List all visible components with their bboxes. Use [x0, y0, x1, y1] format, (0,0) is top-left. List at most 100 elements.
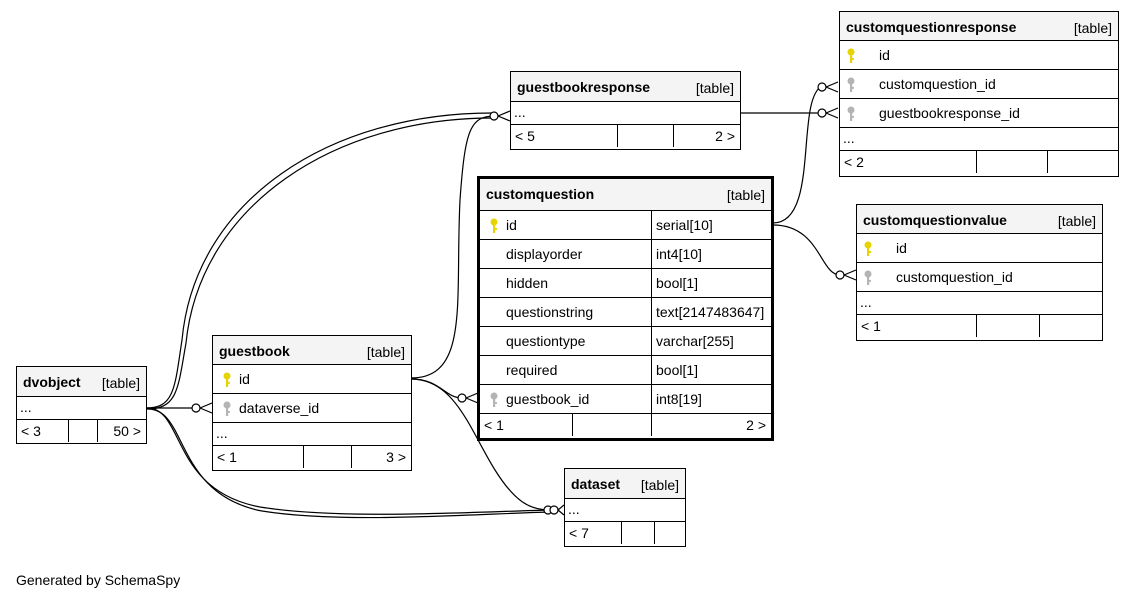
table-header: dvobject [table] [17, 367, 146, 397]
column-row[interactable]: questiontype varchar[255] [480, 327, 771, 356]
edge-customquestion-customquestionvalue [772, 224, 841, 276]
table-customquestion[interactable]: customquestion [table] id serial[10] dis… [477, 176, 774, 441]
foreign-key-icon [847, 77, 855, 92]
marker-customquestion [457, 393, 467, 403]
parent-count: < 7 [569, 525, 589, 541]
more-columns: ... [213, 423, 411, 446]
table-guestbook[interactable]: guestbook [table] id dataverse_id ... < … [212, 335, 412, 471]
table-tag: [table] [366, 344, 405, 360]
table-footer: < 1 3 > [213, 446, 411, 468]
table-name: guestbook [219, 343, 290, 359]
parent-count: < 3 [21, 423, 41, 439]
column-row[interactable]: questionstring text[2147483647] [480, 298, 771, 327]
primary-key-icon [490, 218, 498, 233]
table-name: guestbookresponse [517, 79, 651, 95]
column-name: customquestion_id [879, 76, 996, 92]
column-name: id [896, 240, 907, 256]
table-tag: [table] [101, 375, 140, 391]
child-count: 2 > [746, 417, 766, 433]
table-dataset[interactable]: dataset [table] ... < 7 [564, 468, 686, 547]
column-row[interactable]: hidden bool[1] [480, 269, 771, 298]
foreign-key-icon [847, 106, 855, 121]
table-name: customquestionvalue [863, 212, 1007, 228]
table-tag: [table] [640, 477, 679, 493]
column-row[interactable]: guestbookresponse_id [840, 99, 1118, 128]
child-count: 50 > [113, 423, 141, 439]
ellipsis: ... [568, 501, 580, 517]
marker-customquestionvalue [835, 270, 845, 280]
edge-guestbook-customquestion [410, 378, 463, 399]
marker-guestbookresponse [489, 111, 499, 121]
edge-dvobject-guestbookresponse [146, 112, 496, 409]
column-name: id [879, 47, 890, 63]
column-name: questionstring [506, 304, 594, 320]
column-name: customquestion_id [896, 269, 1013, 285]
parent-count: < 1 [484, 417, 504, 433]
column-name: displayorder [506, 246, 583, 262]
foreign-key-icon [490, 392, 498, 407]
generated-by-text: Generated by SchemaSpy [16, 572, 181, 588]
table-header: dataset [table] [565, 469, 685, 499]
marker-guestbook [191, 403, 201, 413]
column-row[interactable]: id [857, 234, 1102, 263]
more-columns: ... [565, 499, 685, 522]
table-header: customquestionresponse [table] [840, 12, 1118, 41]
table-footer: < 2 [840, 151, 1118, 173]
table-name: dvobject [23, 374, 81, 390]
column-type: int4[10] [656, 246, 702, 262]
table-footer: < 1 [857, 315, 1102, 337]
column-row[interactable]: displayorder int4[10] [480, 240, 771, 269]
edge-dvobject-dataset [146, 407, 551, 515]
more-columns: ... [17, 397, 146, 420]
column-row[interactable]: guestbook_id int8[19] [480, 385, 771, 414]
table-customquestionvalue[interactable]: customquestionvalue [table] id customque… [856, 204, 1103, 341]
parent-count: < 2 [844, 154, 864, 170]
table-guestbookresponse[interactable]: guestbookresponse [table] ... < 5 2 > [510, 71, 741, 150]
column-row[interactable]: customquestion_id [857, 263, 1102, 292]
table-footer: < 5 2 > [511, 125, 740, 147]
table-name: customquestion [486, 186, 595, 202]
column-type: varchar[255] [656, 333, 734, 349]
marker-dataset-b [549, 505, 559, 515]
ellipsis: ... [514, 104, 526, 120]
table-tag: [table] [1057, 213, 1096, 229]
table-name: customquestionresponse [846, 19, 1017, 35]
column-row[interactable]: id [840, 41, 1118, 70]
ellipsis: ... [843, 130, 855, 146]
table-tag: [table] [1073, 20, 1112, 36]
table-tag: [table] [695, 80, 734, 96]
child-count: 2 > [715, 128, 735, 144]
primary-key-icon [864, 241, 872, 256]
column-row[interactable]: id serial[10] [480, 211, 771, 240]
table-footer: < 1 2 > [480, 414, 771, 436]
column-name: dataverse_id [239, 400, 320, 416]
more-columns: ... [840, 128, 1118, 151]
table-name: dataset [571, 476, 621, 492]
table-customquestionresponse[interactable]: customquestionresponse [table] id custom… [839, 11, 1119, 177]
marker-customquestionresponse-cq [817, 82, 827, 92]
marker-customquestionresponse-gbr [817, 108, 827, 118]
table-header: customquestionvalue [table] [857, 205, 1102, 234]
primary-key-icon [847, 48, 855, 63]
table-header: guestbookresponse [table] [511, 72, 740, 102]
table-footer: < 3 50 > [17, 420, 146, 442]
table-header: customquestion [table] [480, 179, 771, 211]
column-name: guestbook_id [506, 391, 590, 407]
column-type: bool[1] [656, 275, 699, 291]
column-type: text[2147483647] [656, 304, 765, 320]
table-dvobject[interactable]: dvobject [table] ... < 3 50 > [16, 366, 147, 444]
foreign-key-icon [864, 270, 872, 285]
column-row[interactable]: dataverse_id [213, 394, 411, 423]
more-columns: ... [511, 102, 740, 125]
ellipsis: ... [216, 425, 228, 441]
column-name: required [506, 362, 558, 378]
parent-count: < 5 [515, 128, 535, 144]
table-header: guestbook [table] [213, 336, 411, 365]
edge-dvobject-guestbookresponse-b [146, 117, 496, 410]
table-footer: < 7 [565, 522, 685, 544]
column-row[interactable]: required bool[1] [480, 356, 771, 385]
column-row[interactable]: id [213, 365, 411, 394]
column-row[interactable]: customquestion_id [840, 70, 1118, 99]
column-name: guestbookresponse_id [879, 105, 1020, 121]
